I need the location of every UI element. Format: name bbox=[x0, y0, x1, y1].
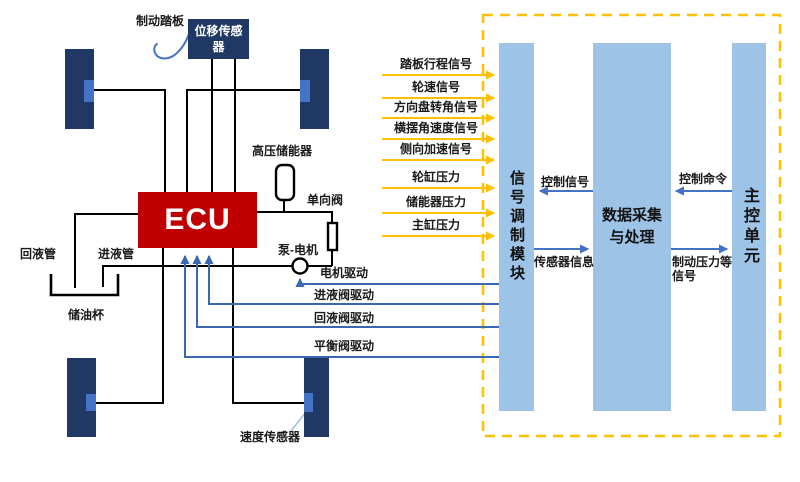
wire-front-left-wheel-to-ecu bbox=[94, 89, 166, 192]
signal-conditioning-module-label: 信号调制模块 bbox=[508, 170, 525, 284]
accumulator-label: 高压储能器 bbox=[252, 144, 313, 158]
input-signal-label-3: 横摆角速度信号 bbox=[393, 121, 478, 135]
wire-front-right-wheel-to-ecu bbox=[186, 89, 300, 192]
check-valve-label: 单向阀 bbox=[307, 193, 344, 207]
main-control-unit-label: 主控单元 bbox=[741, 187, 758, 267]
displacement-sensor-label: 位移传感器 bbox=[194, 23, 243, 54]
wheel-rear-right bbox=[304, 358, 329, 437]
wheel-rear-left bbox=[67, 358, 96, 437]
displacement-sensor-box: 位移传感器 bbox=[188, 19, 249, 59]
control-command-label: 控制命令 bbox=[678, 172, 727, 186]
inlet-pipe-label: 进液管 bbox=[98, 247, 135, 261]
speed-sensor-label: 速度传感器 bbox=[240, 430, 301, 444]
oil-cup-label: 储油杯 bbox=[68, 308, 105, 322]
drive-signal-label-2: 回液阀驱动 bbox=[313, 311, 374, 325]
wheel-front-left-sensor-pad bbox=[84, 80, 94, 102]
control-signal-label: 控制信号 bbox=[540, 175, 589, 189]
inlet-pipe-line bbox=[102, 265, 332, 287]
ecu-label: ECU bbox=[164, 203, 231, 236]
oil-cup-shape bbox=[49, 274, 120, 297]
pump-motor-symbol bbox=[291, 257, 309, 275]
inlet-valve-drive-line bbox=[204, 254, 499, 305]
return-pipe-label: 回液管 bbox=[20, 247, 57, 261]
accumulator-branch-line bbox=[257, 211, 333, 266]
wire-ecu-to-rear-left-wheel bbox=[96, 248, 164, 404]
ecu-box: ECU bbox=[138, 192, 257, 248]
pump-motor-label: 泵-电机 bbox=[278, 243, 318, 257]
data-acquisition-processing-bar: 数据采集 与处理 bbox=[593, 43, 671, 411]
main-control-unit-bar: 主控单元 bbox=[732, 43, 766, 411]
input-signal-label-0: 踏板行程信号 bbox=[399, 57, 472, 71]
drive-signal-label-1: 进液阀驱动 bbox=[313, 288, 374, 302]
input-signal-label-7: 主缸压力 bbox=[411, 218, 460, 232]
drive-signal-label-0: 电机驱动 bbox=[319, 266, 368, 280]
speed-sensor-callout-line bbox=[290, 411, 307, 432]
input-signal-label-1: 轮速信号 bbox=[411, 80, 460, 94]
brake-pressure-label: 制动压力等 信号 bbox=[672, 255, 733, 283]
balance-valve-drive-line bbox=[180, 254, 499, 358]
input-signal-label-2: 方向盘转角信号 bbox=[393, 100, 478, 114]
wire-ecu-to-rear-right-wheel bbox=[232, 248, 304, 404]
wheel-rear-right-sensor-pad bbox=[304, 393, 313, 412]
controller-boundary-box bbox=[481, 13, 782, 438]
accumulator-symbol bbox=[274, 163, 296, 202]
return-valve-drive-line bbox=[192, 254, 499, 328]
drive-signal-label-3: 平衡阀驱动 bbox=[313, 339, 374, 353]
input-signal-label-5: 轮缸压力 bbox=[411, 170, 460, 184]
signal-conditioning-module-bar: 信号调制模块 bbox=[499, 43, 534, 411]
brake-pedal-callout-curve bbox=[153, 33, 190, 60]
wheel-rear-left-sensor-pad bbox=[86, 394, 96, 411]
wheel-front-left bbox=[65, 49, 94, 129]
input-signal-label-6: 储能器压力 bbox=[405, 195, 466, 209]
wheel-front-right bbox=[300, 49, 329, 129]
motor-drive-line bbox=[295, 277, 499, 288]
data-acquisition-processing-label: 数据采集 与处理 bbox=[601, 207, 662, 246]
brake-pedal-label: 制动踏板 bbox=[136, 14, 185, 28]
check-valve-symbol bbox=[326, 221, 339, 252]
sensor-info-label: 传感器信息 bbox=[533, 255, 594, 269]
return-pipe-line bbox=[74, 213, 138, 288]
wheel-front-right-sensor-pad bbox=[300, 80, 310, 102]
input-signal-label-4: 侧向加速信号 bbox=[399, 142, 472, 156]
